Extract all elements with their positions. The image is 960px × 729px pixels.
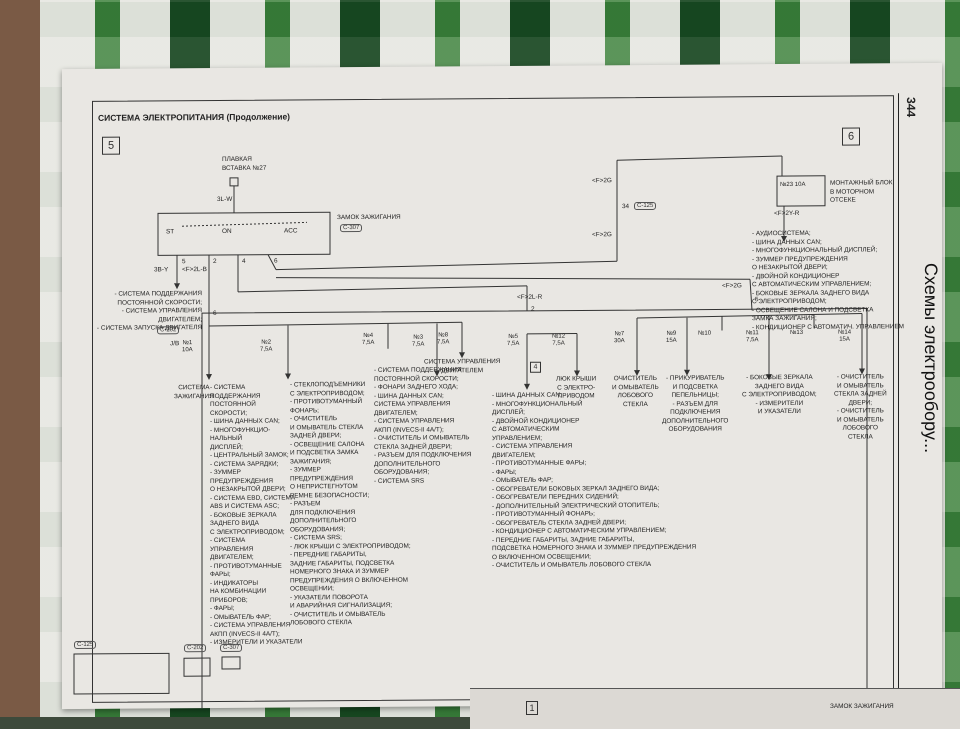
jb-pin-2: 2: [531, 306, 535, 315]
consumers-fuse-9: - ПРИКУРИВАТЕЛЬ И ПОДСВЕТКА ПЕПЕЛЬНИЦЫ; …: [662, 374, 728, 434]
table-edge: [0, 0, 40, 717]
next-page-ref: 1: [526, 701, 538, 715]
consumers-fuse-12: ЛЮК КРЫШИ С ЭЛЕКТРО- ПРИВОДОМ: [556, 375, 596, 401]
consumers-fuse-3: - СИСТЕМА ПОДДЕРЖАНИЯ ПОСТОЯННОЙ СКОРОСТ…: [374, 366, 471, 486]
consumers-fuse-2a: - СИСТЕМА ПОДДЕРЖАНИЯ ПОСТОЯННОЙ СКОРОСТ…: [210, 383, 302, 647]
connector-c202-shape: [184, 658, 210, 676]
fuse-13: №13: [790, 330, 803, 337]
legend-c202: C-202: [184, 644, 206, 652]
arrow-left-output: [174, 283, 180, 289]
pin-34: 34: [622, 203, 629, 212]
pin-4: 4: [242, 258, 246, 267]
next-page-label: ЗАМОК ЗАЖИГАНИЯ: [830, 703, 894, 712]
wire-label-3L-W: 3L-W: [217, 196, 232, 205]
wire-label-2L-B: <F>2L-B: [182, 266, 207, 275]
consumers-fuse-14: - ОЧИСТИТЕЛЬ И ОМЫВАТЕЛЬ СТЕКЛА ЗАДНЕЙ Д…: [834, 373, 887, 441]
position-acc: ACC: [284, 227, 298, 236]
connector-c125-shape: [74, 653, 169, 694]
manual-page: 344 Схемы электрообору... СИСТЕМА ЭЛЕКТР…: [62, 63, 942, 709]
position-st: ST: [166, 228, 174, 237]
wire-label-2Y-R: <F>2Y-R: [774, 210, 799, 219]
legend-c307: C-307: [220, 644, 242, 652]
wire-label-2G-c: <F>2G: [722, 282, 742, 291]
consumers-fuse-7: ОЧИСТИТЕЛЬ И ОМЫВАТЕЛЬ ЛОБОВОГО СТЕКЛА: [612, 375, 659, 409]
position-on: ON: [222, 228, 232, 237]
legend-c125: C-125: [74, 641, 96, 649]
connector-c125-tag: C-125: [634, 202, 656, 210]
wire-label-2L-R: <F>2L-R: [517, 294, 542, 303]
engine-box-label: МОНТАЖНЫЙ БЛОК В МОТОРНОМ ОТСЕКЕ: [830, 179, 893, 205]
fusible-link-symbol: [230, 178, 238, 186]
connector-c202-tag: C-202: [157, 326, 179, 334]
pin-6: 6: [274, 258, 278, 267]
fuse-10: №10: [698, 331, 711, 338]
fuse-23-label: №23 10A: [780, 182, 805, 189]
engine-fuse-box: [777, 176, 825, 206]
ignition-switch-box: [158, 212, 330, 255]
wire-label-3B-Y: 3B-Y: [154, 266, 168, 275]
consumers-fuse-1: СИСТЕМА ЗАЖИГАНИЯ: [174, 384, 214, 401]
ignition-switch-label: ЗАМОК ЗАЖИГАНИЯ: [337, 214, 401, 223]
ref-box-4: 4: [530, 362, 541, 373]
next-page-edge: 1 ЗАМОК ЗАЖИГАНИЯ: [470, 688, 960, 729]
left-output-consumers: - СИСТЕМА ПОДДЕРЖАНИЯ ПОСТОЯННОЙ СКОРОСТ…: [92, 290, 202, 333]
fusible-link-label: ПЛАВКАЯ ВСТАВКА №27: [222, 156, 266, 173]
consumers-fuse-8: СИСТЕМА УПРАВЛЕНИЯ ДВИГАТЕЛЕМ: [424, 358, 500, 376]
connector-c307-shape: [222, 657, 240, 669]
connector-c307-tag: C-307: [340, 224, 362, 232]
engine-box-consumers: - АУДИОСИСТЕМА; - ШИНА ДАННЫХ CAN; - МНО…: [752, 229, 904, 332]
consumers-fuse-11: - БОКОВЫЕ ЗЕРКАЛА ЗАДНЕГО ВИДА С ЭЛЕКТРО…: [742, 374, 817, 417]
wire-label-2G-a: <F>2G: [592, 177, 612, 186]
pin-2: 2: [213, 258, 217, 267]
jb-label: J/B: [170, 340, 179, 349]
jb-pin-6: 6: [213, 310, 217, 319]
wire-label-2G-b: <F>2G: [592, 231, 612, 240]
